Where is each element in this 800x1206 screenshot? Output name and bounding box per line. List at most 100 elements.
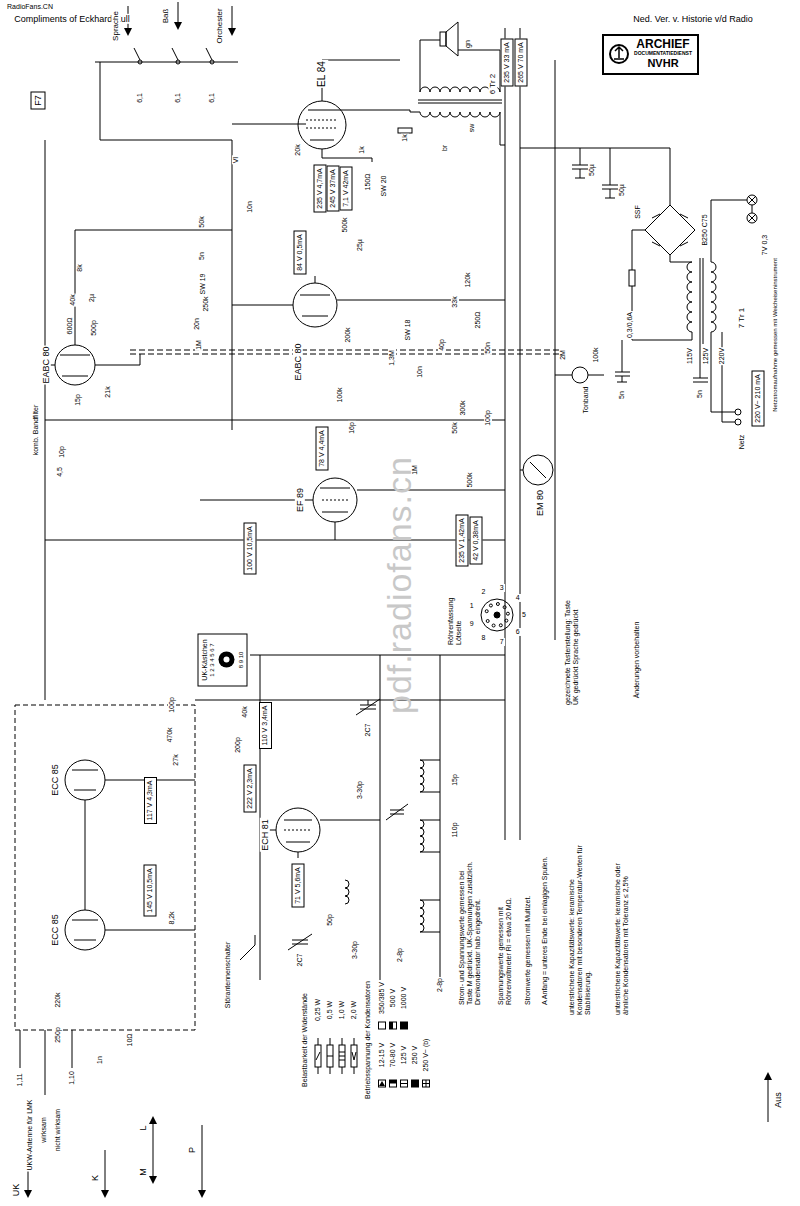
component-value: 40p <box>438 338 446 352</box>
component-value: 250k <box>202 295 210 312</box>
component-value: 10p <box>58 445 66 459</box>
box-text: 110 V 3,4mA <box>261 705 269 746</box>
component-value: 5n <box>696 389 704 399</box>
measured-value: 220 V~ 210 mA <box>752 370 765 426</box>
switch-label: nicht wirksam <box>54 1108 62 1152</box>
band-label: P <box>187 1146 197 1154</box>
legend-text: 0,25 W <box>314 998 322 1022</box>
component-value: 1M <box>411 464 419 476</box>
box-text: 78 V 4,4mA <box>318 429 326 467</box>
tap-voltage: 220V <box>718 347 726 365</box>
component-value: 110p <box>451 821 459 838</box>
component-value: 50k <box>198 215 206 228</box>
archive-note: Ned. Ver. v. Historie v/d Radio <box>632 14 753 24</box>
component-value: 10n <box>416 365 424 379</box>
box-subtext: 8 9 10 <box>237 639 244 682</box>
component-value: 50µ <box>588 163 596 177</box>
note: gezeichnete Tastenstellung: Taste UK ged… <box>564 594 580 706</box>
legend-heading: Betriebsspannung der Kondensatoren <box>364 980 372 1100</box>
legend-text: 500 V <box>389 988 397 1008</box>
component-value: 6,1 <box>208 92 216 104</box>
box-text: 100 V 10,5mA <box>246 525 254 571</box>
box-text: F7 <box>33 94 43 106</box>
component-value: 100p <box>168 696 176 714</box>
legend-text: 1000 V <box>400 986 408 1010</box>
tube-label: EL 84 <box>316 60 328 88</box>
tube-label: ECH 81 <box>260 818 270 852</box>
pin-number: 1 <box>469 602 475 610</box>
note: Spannungswerte gemessen mit Röhrenvoltme… <box>497 854 513 1006</box>
box-text: 117 V 4,3mA <box>146 780 154 821</box>
component-value: SW 20 <box>380 174 388 197</box>
component-value: 8k <box>76 263 84 272</box>
uk-module: UK-Kästchen1 2 3 4 5 6 78 9 10 <box>197 634 247 687</box>
measured-value: 222 V 2,3mA <box>244 764 257 812</box>
tube-label: ECC 85 <box>50 913 60 947</box>
band-label: UK <box>11 1183 21 1198</box>
legend-text: 125 V <box>400 1045 408 1065</box>
pin-number: 7 <box>499 638 505 646</box>
socket-label: Tonband <box>582 386 590 415</box>
component-value: 50n <box>484 341 492 355</box>
component-value: 8,2k <box>168 910 176 925</box>
pin-number: 4,5 <box>56 466 64 478</box>
component-value: 600Ω <box>66 317 74 336</box>
component-value: 200k <box>344 326 352 343</box>
component-value: 25µ <box>356 238 364 252</box>
watermark: pdf.radiofans.cn <box>380 455 419 715</box>
mains-label: Netz <box>738 434 746 450</box>
stamp-icon <box>608 43 630 65</box>
box-text: ARCHIEF <box>634 38 693 52</box>
legend-text: 12-15 V <box>378 1042 386 1069</box>
measured-value: 84 V 0,5mA <box>294 230 307 274</box>
component-value: 1M <box>195 339 203 351</box>
component-value: 21k <box>104 385 112 398</box>
tube-socket-symbol <box>216 640 236 680</box>
measured-value: 235 V 4,7mA <box>314 164 327 212</box>
pin-number: 4 <box>515 594 521 602</box>
wire-color: gn <box>464 39 472 49</box>
component-value: 15p <box>451 773 459 787</box>
component-value: 33k <box>451 295 459 308</box>
note: unterstrichene Kapazitätswerte: keramisc… <box>614 844 630 1016</box>
component-value: 120k <box>464 271 472 288</box>
tap-voltage: 125V <box>702 347 710 365</box>
pin-number: 6 <box>515 628 521 636</box>
component-value: 10Ω <box>126 1032 134 1047</box>
archive-stamp: ARCHIEFDOCUMENTATIEDIENSTNVHR <box>602 34 699 75</box>
note: Netzstromaufnahme gemessen mit Weicheise… <box>772 257 779 413</box>
component-value: 15p <box>74 393 82 407</box>
note: Strom- und Spannungswerte gemessen bei T… <box>458 854 482 1006</box>
tube-label: EM 80 <box>535 489 545 517</box>
figure-number: F7 <box>31 91 46 109</box>
component-value: 5n <box>198 251 206 261</box>
legend-heading: Belastbarkeit der Widerstände <box>301 992 309 1088</box>
component-value: 5n <box>618 390 626 400</box>
legend-text: 2,0 W <box>350 1000 358 1020</box>
wire-color: sw <box>468 123 476 134</box>
pin-number: 8 <box>481 634 487 642</box>
wire-color: br <box>441 144 449 152</box>
tube-label: EF 89 <box>295 487 305 513</box>
component-value: 500k <box>341 216 349 233</box>
component-value: SW 19 <box>199 272 207 295</box>
measured-value: 235 V 33 mA <box>501 38 514 86</box>
component-value: 2µ <box>88 293 96 303</box>
component-value: 1k <box>358 145 366 154</box>
legend-text: 250 V~ (b) <box>422 1038 430 1073</box>
switch-label: Orchester <box>215 7 224 44</box>
pin-number: 9 <box>469 620 475 628</box>
measured-value: 145 V 10,5mA <box>144 864 157 916</box>
note: A Anfang = unteres Ende bei einlagigen S… <box>541 854 549 1006</box>
box-text: 84 V 0,5mA <box>296 233 304 271</box>
transformer-label: 7 Tr 1 <box>737 307 746 329</box>
component-value: 2-8p <box>396 947 404 963</box>
pin-number: 3 <box>499 584 505 592</box>
tube-label: ECC 85 <box>50 763 60 797</box>
component-value: 200p <box>234 736 242 754</box>
box-text: 220 V~ 210 mA <box>754 373 762 423</box>
band-label: L <box>138 1124 148 1131</box>
band-label: K <box>90 1174 100 1182</box>
box-text: 71 V 5,6mA <box>294 866 302 904</box>
component-value: 250Ω <box>474 311 482 330</box>
